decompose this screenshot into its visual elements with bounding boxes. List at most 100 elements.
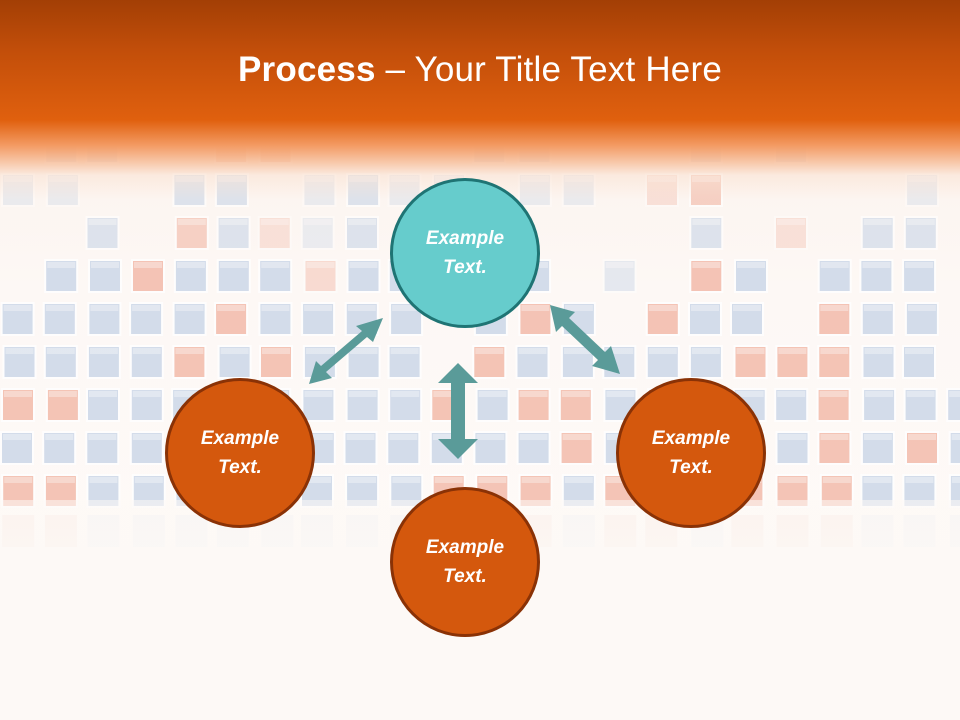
background-cube (172, 345, 207, 379)
background-cube (42, 431, 77, 465)
background-cube (0, 431, 34, 465)
background-cube (258, 259, 293, 293)
background-cube (948, 474, 960, 508)
background-cube (42, 302, 77, 336)
background-cube (902, 259, 937, 293)
background-cube (44, 259, 79, 293)
arrow-top-right (550, 305, 620, 374)
node-right-line1: Example (651, 428, 731, 449)
background-cube (216, 259, 251, 293)
background-cube (689, 216, 724, 250)
background-cube (301, 302, 336, 336)
background-cube (903, 388, 938, 422)
background-cube (346, 259, 381, 293)
background-cube (131, 259, 165, 293)
background-cube (515, 345, 550, 379)
background-cube (817, 431, 852, 465)
background-cube (86, 345, 121, 379)
background-cube (560, 345, 595, 379)
background-cube (386, 431, 421, 465)
background-cube (817, 259, 852, 293)
background-cube (173, 259, 208, 293)
title-band (0, 0, 960, 200)
background-cube (861, 345, 896, 379)
background-cube (774, 216, 808, 250)
background-cube (472, 345, 507, 379)
node-top-line1: Example (425, 228, 505, 249)
title-rest: – Your Title Text Here (375, 50, 722, 89)
background-cube (862, 388, 897, 422)
background-cube (2, 345, 37, 379)
background-cube (946, 388, 960, 422)
background-cube (216, 216, 251, 250)
background-cube (559, 431, 594, 465)
background-cube (475, 388, 510, 422)
background-cube (258, 302, 293, 336)
background-cube (88, 259, 122, 293)
background-cube (1, 388, 35, 422)
background-cube (903, 216, 938, 250)
node-bottom-line1: Example (425, 537, 505, 558)
background-cube (902, 345, 936, 379)
background-cube (734, 259, 768, 293)
background-cube (860, 302, 895, 336)
background-cube (45, 388, 80, 422)
background-cube (518, 302, 553, 336)
background-cube (860, 431, 895, 465)
node-bottom-line2: Text. (443, 566, 487, 587)
background-cube (174, 216, 209, 250)
background-cube (345, 388, 380, 422)
background-cube (473, 431, 508, 465)
background-cube (688, 302, 722, 336)
background-cube (516, 431, 551, 465)
background-cube (689, 259, 724, 293)
background-cube (774, 388, 809, 422)
background-cube (817, 345, 852, 379)
background-cube (129, 302, 164, 336)
background-cube (217, 345, 252, 379)
background-cube (87, 302, 122, 336)
node-top-line2: Text. (443, 257, 487, 278)
background-cube (129, 388, 164, 422)
background-cube (816, 388, 851, 422)
background-cube (730, 302, 764, 336)
background-cube (85, 431, 120, 465)
background-cube (645, 345, 680, 379)
background-cube (346, 345, 381, 379)
background-cube (86, 388, 120, 422)
background-cube (85, 216, 120, 250)
title-bold: Process (238, 50, 376, 89)
background-cube (817, 302, 852, 336)
background-cube (0, 302, 35, 336)
node-left-line1: Example (200, 428, 280, 449)
background-cube (904, 302, 939, 336)
background-cube (300, 216, 335, 250)
background-cube (257, 216, 292, 250)
background-cube (172, 302, 207, 336)
background-cube (43, 345, 78, 379)
background-cube (129, 431, 164, 465)
background-cube (905, 431, 939, 465)
background-cube (301, 388, 336, 422)
background-cube (389, 302, 424, 336)
arrow-vertical (438, 363, 478, 459)
background-cube (345, 216, 379, 250)
arrow-top-left (309, 318, 383, 384)
background-cube (688, 345, 723, 379)
background-cube (859, 259, 894, 293)
background-cube (645, 302, 680, 336)
background-cube (303, 259, 338, 293)
background-cube (775, 431, 810, 465)
background-cube (948, 431, 960, 465)
background-cube (387, 345, 422, 379)
background-cube (860, 216, 895, 250)
